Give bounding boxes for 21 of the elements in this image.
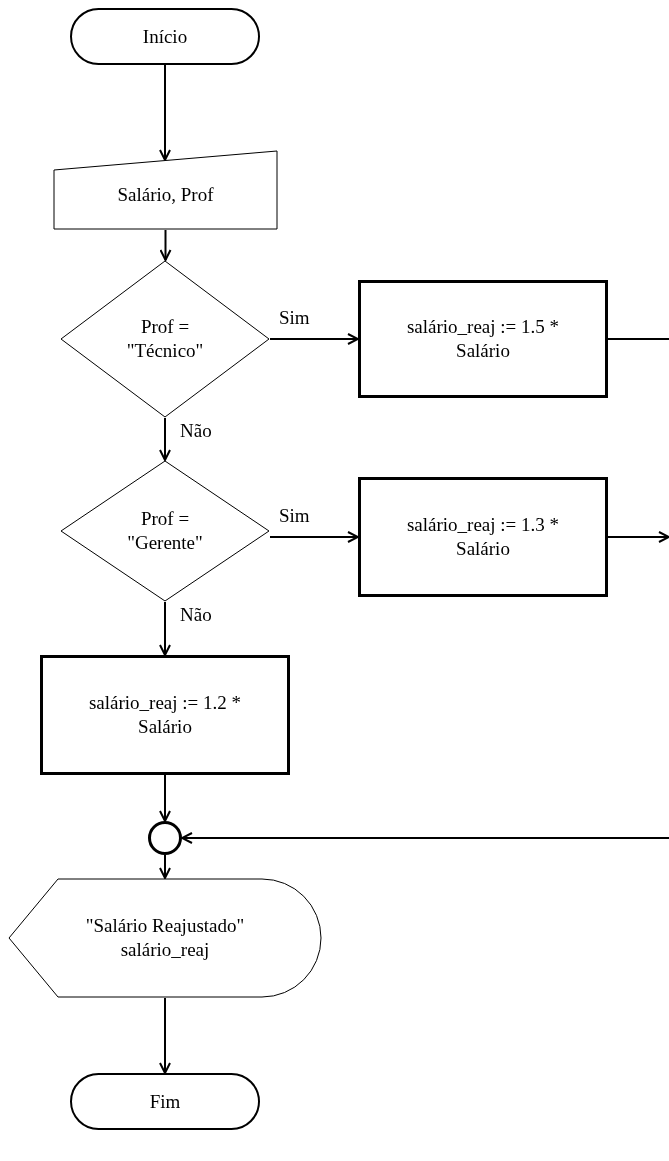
node-label: Início (142, 25, 188, 47)
node-label: Salário, Prof (117, 184, 214, 206)
arrow (159, 417, 171, 461)
node-label: salário_reaj := 1.2 * Salário (88, 692, 242, 737)
arrow (159, 854, 171, 879)
node-label: Prof = "Gerente" (127, 508, 203, 553)
node-label: salário_reaj := 1.3 * Salário (406, 514, 560, 559)
node-label: "Salário Reajustado" salário_reaj (85, 915, 245, 960)
node-label: salário_reaj := 1.5 * Salário (406, 316, 560, 361)
arrow (159, 997, 171, 1074)
connector-line (607, 338, 669, 340)
node-label: Fim (149, 1090, 181, 1112)
arrow (181, 832, 669, 844)
arrow (159, 774, 171, 822)
arrow (269, 531, 359, 543)
node-label: Prof = "Técnico" (126, 316, 204, 361)
arrow (159, 229, 172, 261)
arrow (607, 531, 669, 543)
arrow (269, 333, 359, 345)
arrow (159, 601, 171, 656)
arrow (159, 64, 171, 161)
